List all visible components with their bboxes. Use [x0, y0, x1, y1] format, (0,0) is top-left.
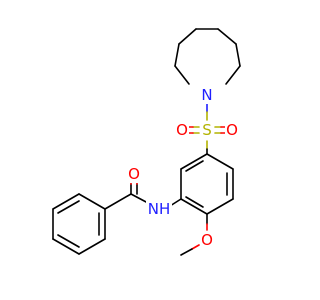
oxygen-label: O: [128, 165, 140, 183]
sulfonyl-bonds: [186, 126, 228, 134]
atom-label-azepane-n: N: [200, 86, 214, 104]
nitrogen-label: N: [201, 86, 212, 104]
atom-label-sulfonyl-o-left: O: [175, 121, 189, 139]
atom-label-amide-nh: NH: [146, 200, 172, 218]
chemical-structure: N S O O O NH O: [52, 28, 241, 256]
atom-label-sulfur: S: [200, 121, 214, 139]
oxygen-label: O: [176, 121, 188, 139]
phenyl-ring: [52, 193, 106, 255]
oxygen-label: O: [226, 121, 238, 139]
atom-label-carbonyl-o: O: [127, 165, 141, 183]
azepane-ring: [174, 28, 241, 85]
sulfur-label: S: [202, 121, 212, 139]
central-benzene-ring: [180, 153, 234, 215]
atom-label-sulfonyl-o-right: O: [225, 121, 239, 139]
oxygen-label: O: [201, 231, 213, 249]
amide-nh-label: NH: [148, 200, 171, 218]
atom-label-methoxy-o: O: [200, 231, 214, 249]
methoxy-bonds: [180, 213, 208, 256]
